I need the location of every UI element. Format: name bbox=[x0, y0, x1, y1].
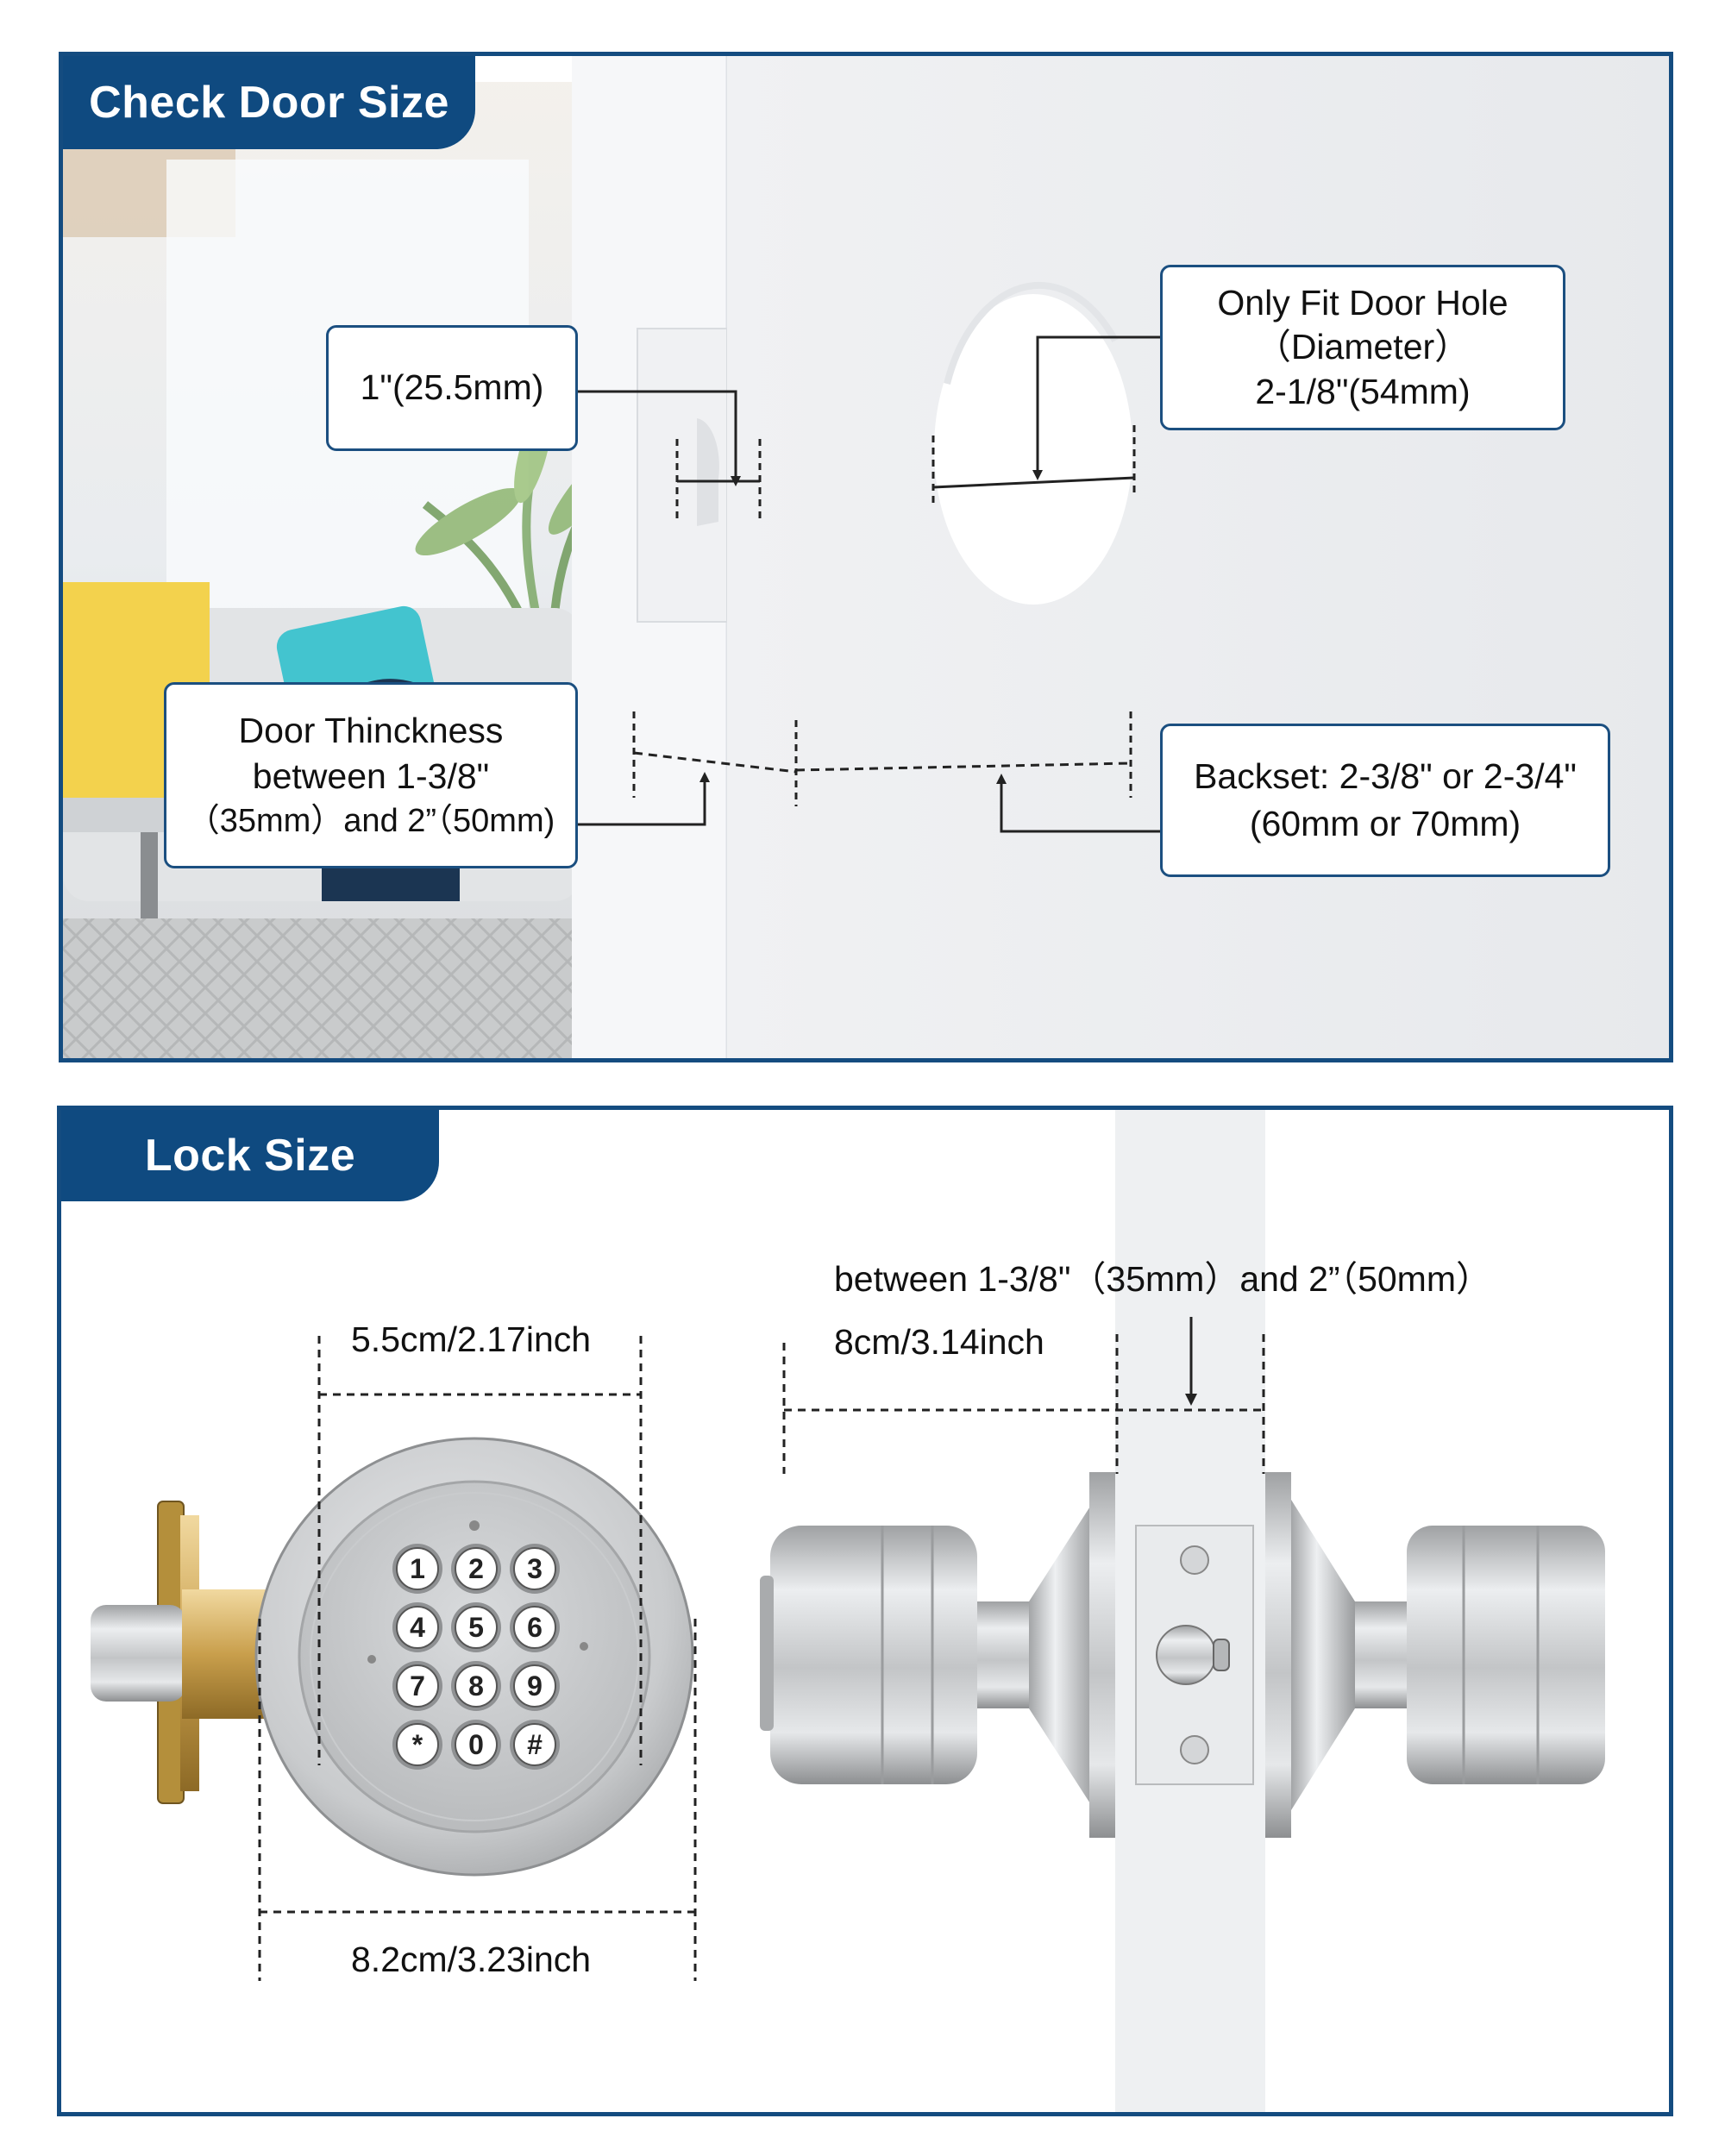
keypad-buttons: 1 2 3 4 5 6 7 8 9 * 0 # bbox=[392, 1544, 560, 1770]
door-hole-line1: Only Fit Door Hole bbox=[1217, 283, 1509, 323]
door-range-label: between 1-3/8"（35mm）and 2”（50mm） bbox=[834, 1259, 1491, 1299]
door-illustration bbox=[63, 56, 1669, 1058]
keypad-key-label: 2 bbox=[468, 1553, 484, 1584]
keypad-key-label: * bbox=[412, 1729, 423, 1760]
door-bore-hole bbox=[934, 294, 1132, 605]
keypad-lock-front: 1 2 3 4 5 6 7 8 9 * 0 # bbox=[91, 1437, 694, 1877]
latch-face-label: 1"(25.5mm) bbox=[360, 367, 544, 408]
keypad-key-label: 7 bbox=[410, 1670, 425, 1702]
keypad-key-label: 9 bbox=[527, 1670, 543, 1702]
keypad-key-7: 7 bbox=[392, 1661, 442, 1711]
keypad-key-label: 0 bbox=[468, 1729, 484, 1760]
latch-face-callout: 1"(25.5mm) bbox=[326, 325, 578, 451]
rose-width-measure bbox=[258, 1619, 697, 1981]
keypad-key-1: 1 bbox=[392, 1544, 442, 1594]
thickness-line3: （35mm）and 2”（50mm) bbox=[186, 802, 555, 839]
keypad-key-4: 4 bbox=[392, 1602, 442, 1652]
exterior-knob bbox=[770, 1526, 977, 1784]
keypad-key-label: 5 bbox=[468, 1612, 484, 1643]
check-door-size-panel: Check Door Size bbox=[59, 52, 1673, 1062]
thickness-line1: Door Thinckness bbox=[238, 711, 504, 750]
keypad-key-star: * bbox=[392, 1720, 442, 1770]
hole-diameter-measure bbox=[932, 335, 1164, 505]
backset-line1: Backset: 2-3/8" or 2-3/4" bbox=[1194, 755, 1577, 796]
rose-width-label: 8.2cm/3.23inch bbox=[351, 1940, 592, 1979]
keypad-key-8: 8 bbox=[451, 1661, 501, 1711]
door-hole-callout: Only Fit Door Hole （Diameter） 2-1/8"(54m… bbox=[1160, 265, 1565, 430]
keypad-key-label: 1 bbox=[410, 1553, 425, 1584]
latch-width-measure bbox=[578, 390, 762, 522]
keypad-key-hash: # bbox=[510, 1720, 560, 1770]
keypad-key-3: 3 bbox=[510, 1544, 560, 1594]
keypad-key-2: 2 bbox=[451, 1544, 501, 1594]
lock-size-title: Lock Size bbox=[61, 1110, 439, 1201]
thickness-backset-measure bbox=[578, 711, 1164, 833]
interior-knob bbox=[1407, 1526, 1605, 1784]
keypad-key-label: # bbox=[527, 1729, 543, 1760]
keypad-key-6: 6 bbox=[510, 1602, 560, 1652]
lock-diagram: 1 2 3 4 5 6 7 8 9 * 0 # bbox=[91, 1110, 1605, 2112]
backset-callout: Backset: 2-3/8" or 2-3/4" (60mm or 70mm) bbox=[1160, 724, 1610, 877]
lock-side-view bbox=[760, 1472, 1605, 1838]
keypad-key-label: 8 bbox=[468, 1670, 484, 1702]
door-thickness-callout: Door Thinckness between 1-3/8" （35mm）and… bbox=[164, 682, 578, 868]
door-hole-line2: （Diameter） bbox=[1255, 327, 1471, 367]
keypad-key-label: 3 bbox=[527, 1553, 543, 1584]
check-door-size-title: Check Door Size bbox=[63, 56, 475, 149]
knob-length-label: 8cm/3.14inch bbox=[834, 1322, 1044, 1362]
thickness-line2: between 1-3/8" bbox=[252, 756, 490, 797]
keypad-key-0: 0 bbox=[451, 1720, 501, 1770]
backset-line2: (60mm or 70mm) bbox=[1249, 804, 1521, 843]
door-hole-line3: 2-1/8"(54mm) bbox=[1255, 371, 1471, 411]
knob-door-measure bbox=[782, 1317, 1265, 1474]
keypad-key-5: 5 bbox=[451, 1602, 501, 1652]
keypad-width-measure bbox=[317, 1336, 643, 1765]
door-face bbox=[727, 56, 1669, 1058]
keypad-key-label: 4 bbox=[410, 1612, 425, 1643]
keypad-width-label: 5.5cm/2.17inch bbox=[351, 1319, 592, 1359]
keypad-key-9: 9 bbox=[510, 1661, 560, 1711]
living-room-background bbox=[63, 56, 632, 1058]
lock-size-panel: Lock Size bbox=[57, 1106, 1673, 2116]
keypad-key-label: 6 bbox=[527, 1612, 543, 1643]
